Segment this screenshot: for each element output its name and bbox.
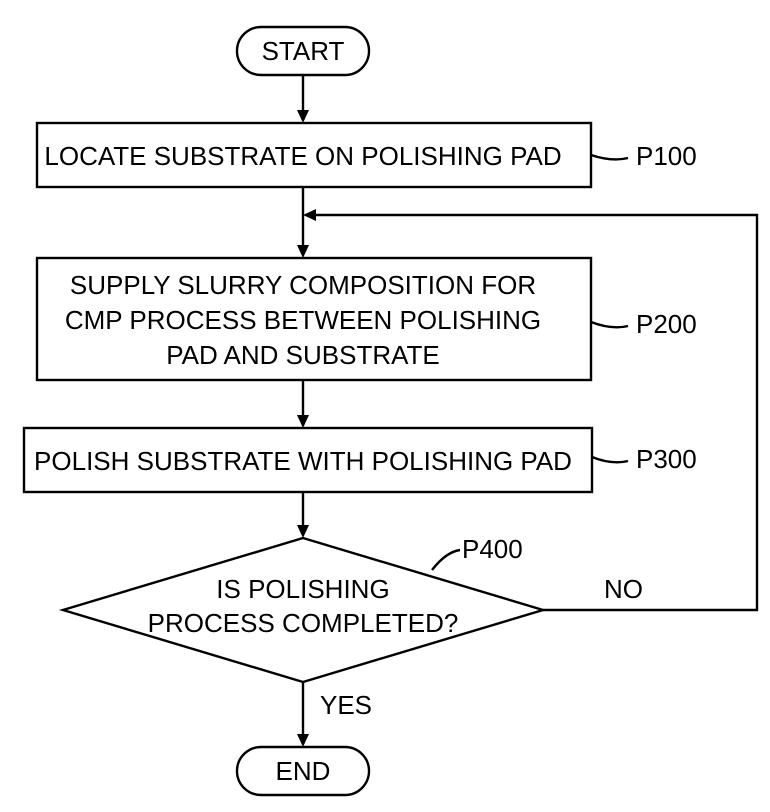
arrow-head bbox=[297, 415, 309, 428]
decision-p400-text-line-1: IS POLISHING bbox=[216, 574, 389, 604]
ref-leader-p400 bbox=[432, 550, 460, 570]
ref-label-p300: P300 bbox=[636, 444, 697, 474]
decision-p400: IS POLISHING PROCESS COMPLETED? P400 bbox=[63, 534, 543, 682]
no-label: NO bbox=[604, 574, 643, 604]
decision-p400-text-line-2: PROCESS COMPLETED? bbox=[148, 608, 459, 638]
arrow-head bbox=[297, 245, 309, 258]
step-p300-text: POLISH SUBSTRATE WITH POLISHING PAD bbox=[34, 446, 572, 476]
arrow-head bbox=[303, 209, 316, 221]
arrow-p300-to-p400 bbox=[297, 492, 309, 538]
arrow-start-to-p100 bbox=[297, 75, 309, 123]
step-p100: LOCATE SUBSTRATE ON POLISHING PAD P100 bbox=[37, 123, 697, 187]
step-p100-text: LOCATE SUBSTRATE ON POLISHING PAD bbox=[44, 141, 561, 171]
ref-leader-p100 bbox=[591, 155, 628, 159]
step-p200-text-line-1: SUPPLY SLURRY COMPOSITION FOR bbox=[70, 270, 536, 300]
yes-label: YES bbox=[320, 690, 372, 720]
step-p200-text-line-2: CMP PROCESS BETWEEN POLISHING bbox=[65, 305, 541, 335]
start-terminal: START bbox=[237, 27, 369, 75]
start-label: START bbox=[262, 36, 345, 66]
step-p200-text-line-3: PAD AND SUBSTRATE bbox=[166, 340, 440, 370]
ref-leader-p200 bbox=[591, 322, 628, 327]
ref-label-p400: P400 bbox=[462, 534, 523, 564]
end-terminal: END bbox=[237, 747, 369, 795]
arrow-p100-to-p200 bbox=[297, 187, 309, 258]
arrow-yes-to-end: YES bbox=[297, 682, 372, 747]
arrow-p200-to-p300 bbox=[297, 380, 309, 428]
arrow-head bbox=[297, 525, 309, 538]
ref-label-p100: P100 bbox=[636, 141, 697, 171]
end-label: END bbox=[276, 756, 331, 786]
step-p300: POLISH SUBSTRATE WITH POLISHING PAD P300 bbox=[24, 428, 697, 492]
step-p200: SUPPLY SLURRY COMPOSITION FOR CMP PROCES… bbox=[37, 258, 697, 380]
ref-leader-p300 bbox=[592, 457, 628, 462]
arrow-head bbox=[297, 734, 309, 747]
arrow-head bbox=[297, 110, 309, 123]
ref-label-p200: P200 bbox=[636, 309, 697, 339]
